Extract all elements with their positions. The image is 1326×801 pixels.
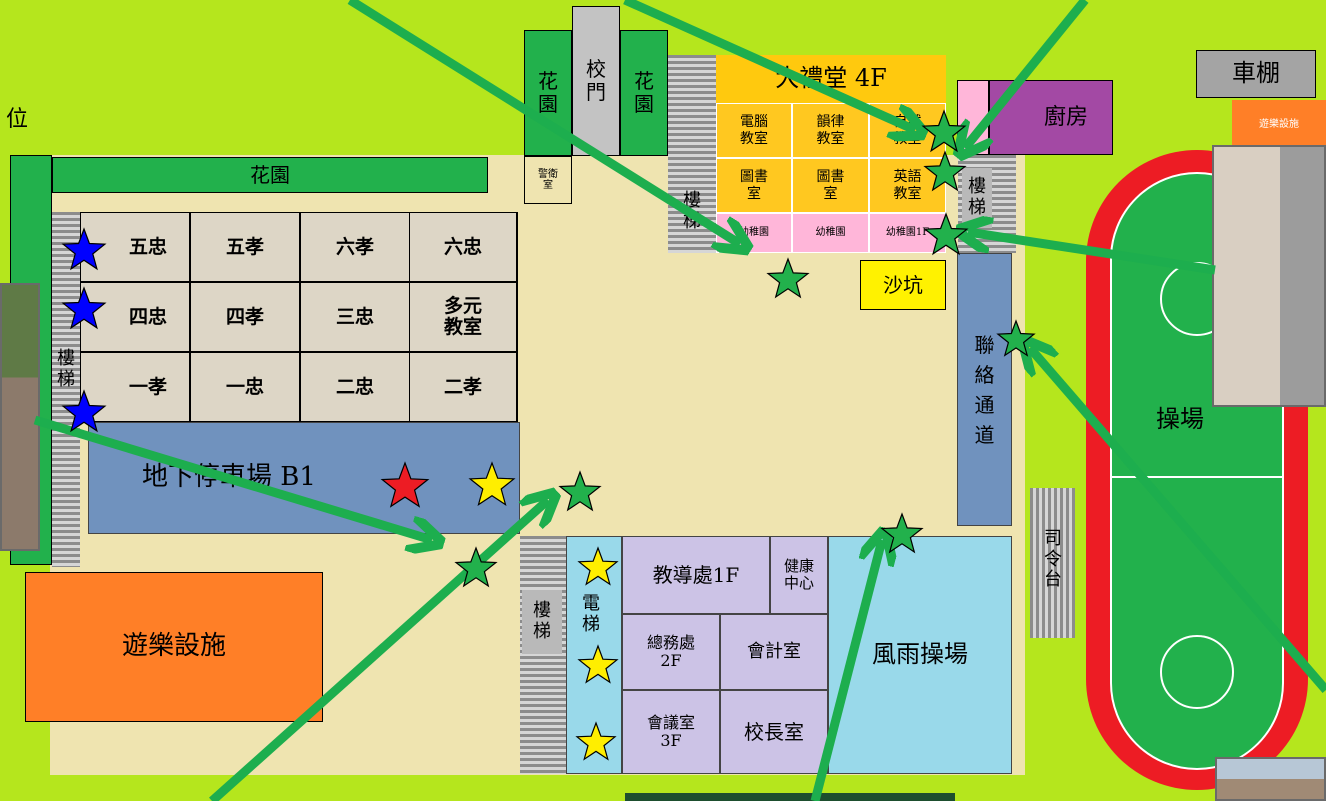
left-stairs [52,212,80,567]
connecting-corridor: 聯 絡 通 道 [957,253,1012,526]
health-center: 健康 中心 [770,536,828,614]
location-star-icon [880,512,924,554]
guidance-office: 教導處1F [622,536,770,614]
location-star-icon [61,286,107,330]
rain-field: 風雨操場 [828,536,1012,774]
location-star-icon [575,721,617,761]
school-gate: 校 門 [572,6,620,156]
classroom: 六孝 [300,212,410,282]
sports-field: 操場 [1156,405,1204,434]
location-star-icon [61,389,107,433]
podium [1030,488,1075,638]
classroom: 二忠 [300,352,410,422]
north-room: 幼稚園1F [869,213,946,253]
north-room: 圖書 室 [792,158,869,213]
location-star-icon [921,109,967,153]
classroom: 一忠 [190,352,300,422]
field-circle-bottom [1160,635,1234,709]
south-stairs-label: 樓 梯 [522,590,562,654]
location-star-icon [61,227,107,271]
direction-arrow [810,540,882,801]
photo-right-top [1212,145,1326,407]
podium-label: 司 令 台 [1044,527,1062,591]
location-star-icon [766,257,810,299]
classroom: 四孝 [190,282,300,352]
north-room: 幼稚園 [792,213,869,253]
bike-shed-sub: 遊樂設施 [1232,100,1326,150]
accounting-office: 會計室 [720,614,828,690]
south-stairs [520,536,566,774]
general-affairs-office: 總務處 2F [622,614,720,690]
north-room: 圖書 室 [716,158,792,213]
classroom: 多元 教室 [409,282,517,352]
location-star-icon [577,644,619,684]
classroom: 二孝 [409,352,517,422]
garden-right-of-gate: 花 園 [620,30,668,156]
location-star-icon [468,461,516,506]
direction-arrow [1030,348,1326,693]
underground-parking: 地下停車場 B1 [88,422,520,534]
photo-right-bottom [1215,757,1326,801]
top-garden: 花園 [52,157,488,193]
guard-room: 警衛 室 [524,156,572,204]
principal-office: 校長室 [720,690,828,774]
classroom: 四忠 [80,282,190,352]
location-star-icon [923,150,967,192]
bottom-strip [625,793,955,801]
direction-arrow [347,0,740,244]
location-star-icon [380,461,430,508]
bike-shed: 車棚 [1196,50,1316,98]
left-stairs-label: 樓 梯 [57,348,75,390]
location-star-icon [558,470,602,512]
sandpit: 沙坑 [860,260,946,310]
legend-fragment: 位 [5,107,28,133]
location-star-icon [454,546,498,588]
direction-arrow [623,0,915,130]
north-room: 韻律 教室 [792,103,869,158]
location-star-icon [996,319,1036,357]
meeting-room: 會議室 3F [622,690,720,774]
direction-arrow [33,415,432,540]
elevator-label: 電 梯 [582,593,600,635]
classroom: 五孝 [190,212,300,282]
north-room: 電腦 教室 [716,103,792,158]
direction-arrow [965,0,1089,148]
playground-equipment: 遊樂設施 [25,572,323,722]
direction-arrow [208,500,548,801]
classroom: 三忠 [300,282,410,352]
field-midline [1112,476,1282,478]
location-star-icon [577,546,619,586]
location-star-icon [923,212,969,256]
classroom: 六忠 [409,212,517,282]
direction-arrow [968,232,1216,275]
